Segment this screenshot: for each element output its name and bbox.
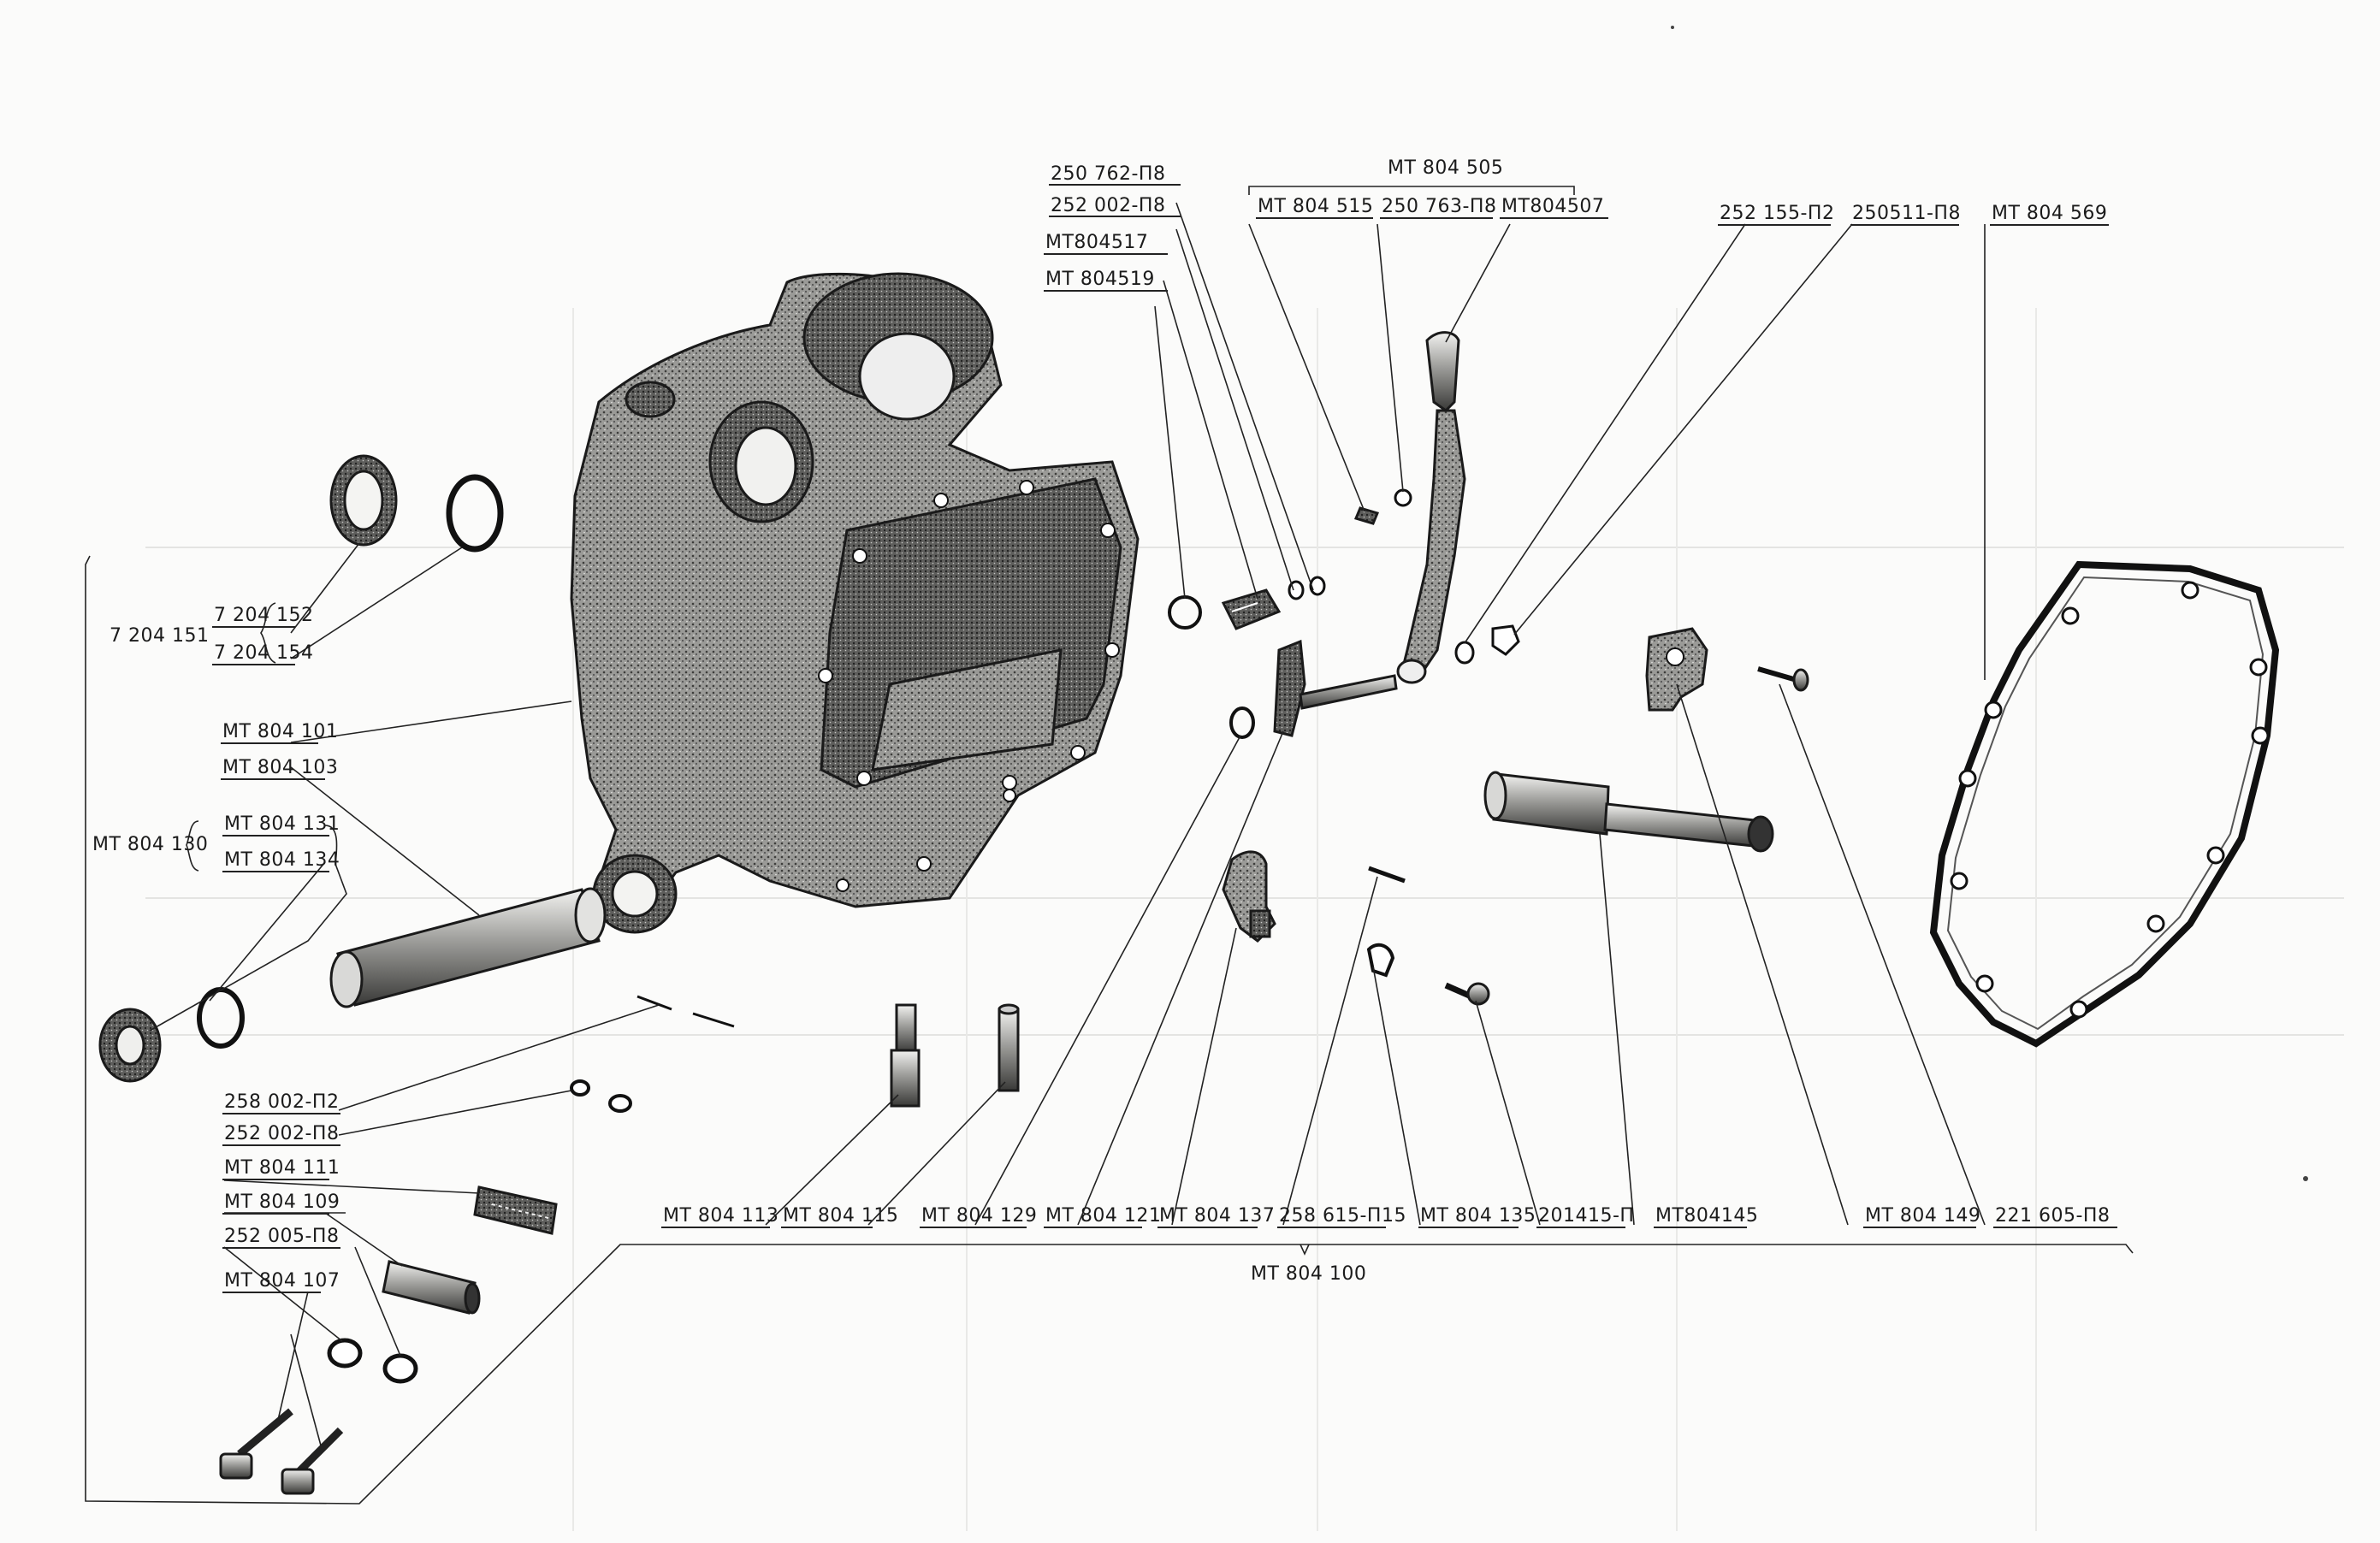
selector-shaft-mt804121 [1229, 639, 1398, 739]
oil-seal-7204152 [329, 454, 398, 547]
leader-lines [85, 186, 2134, 1505]
label-250762: 250 762-П8 [1051, 163, 1165, 185]
gasket-mt804569 [1929, 560, 2280, 1048]
label-252155: 252 155-П2 [1720, 203, 1834, 224]
label-mt804517: МТ804517 [1045, 232, 1148, 253]
washers-252002-top [1288, 576, 1326, 600]
label-250763: 250 763-П8 [1382, 196, 1496, 217]
gearbox-housing [570, 272, 1140, 934]
label-7204152: 7 204 152 [214, 605, 313, 626]
label-mt804121: МТ 804 121 [1045, 1205, 1161, 1227]
cam-mt804137 [1222, 850, 1276, 943]
gear-lever-mt804507 [1353, 331, 1466, 684]
part-labels: 250 762-П8 252 002-П8 МТ804517 МТ 804519… [92, 157, 2117, 1293]
tube-mt804103 [329, 887, 607, 1008]
label-mt804103: МТ 804 103 [222, 757, 338, 778]
label-mt804100: МТ 804 100 [1251, 1263, 1366, 1285]
label-mt804134: МТ 804 134 [224, 849, 340, 871]
label-252005: 252 005-П8 [224, 1226, 339, 1247]
label-mt804137: МТ 804 137 [1159, 1205, 1275, 1227]
bolts-mt804107 [219, 1408, 344, 1495]
label-mt804507: МТ804507 [1501, 196, 1604, 217]
bracket-mt804149 [1645, 627, 1708, 712]
seal-mt804131 [98, 1008, 162, 1083]
stud-mt804113 [890, 1003, 921, 1108]
ring-mt804134 [197, 987, 245, 1049]
label-252002-top: 252 002-П8 [1051, 195, 1165, 216]
label-201415: 201415-П [1538, 1205, 1634, 1227]
label-7204151: 7 204 151 [110, 625, 209, 647]
label-258002: 258 002-П2 [224, 1091, 339, 1113]
screw-201415 [1444, 982, 1490, 1006]
label-221605: 221 605-П8 [1995, 1205, 2110, 1227]
label-mt804129: МТ 804 129 [921, 1205, 1037, 1227]
label-mt804107: МТ 804 107 [224, 1270, 340, 1292]
label-mt804149: МТ 804 149 [1865, 1205, 1980, 1227]
stud-mt804115 [998, 1003, 1020, 1092]
pin-258002 [636, 995, 735, 1028]
ring-250762 [1168, 595, 1202, 630]
label-mt804101: МТ 804 101 [222, 721, 338, 742]
label-mt804111: МТ 804 111 [224, 1157, 340, 1179]
label-mt804519: МТ 804519 [1045, 269, 1155, 290]
pin-mt804109 [382, 1260, 481, 1315]
paper-specks [1671, 26, 2308, 1181]
label-mt804515: МТ 804 515 [1258, 196, 1373, 217]
washers-252005 [327, 1338, 418, 1384]
clip-mt804135 [1366, 943, 1395, 978]
label-mt804130: МТ 804 130 [92, 834, 208, 855]
screw-221605 [1757, 666, 1809, 692]
label-252002-low: 252 002-П8 [224, 1123, 339, 1144]
ring-7204154 [446, 474, 504, 553]
pin-258615 [1368, 866, 1406, 884]
label-mt804131: МТ 804 131 [224, 813, 340, 835]
washer-nut-252155-250511 [1454, 624, 1520, 665]
plunger-mt804519 [1221, 588, 1282, 630]
label-mt804113: МТ 804 113 [663, 1205, 779, 1227]
label-250511: 250511-П8 [1852, 203, 1961, 224]
label-mt804569: МТ 804 569 [1992, 203, 2107, 224]
shaft-mt804145 [1483, 771, 1774, 853]
washers-252002-low [570, 1079, 632, 1113]
label-mt804145: МТ804145 [1655, 1205, 1758, 1227]
label-mt804135: МТ 804 135 [1420, 1205, 1536, 1227]
rack-mt804111 [473, 1185, 558, 1235]
label-mt804109: МТ 804 109 [224, 1191, 340, 1213]
label-mt804505: МТ 804 505 [1388, 157, 1503, 179]
label-258615: 258 615-П15 [1279, 1205, 1406, 1227]
label-7204154: 7 204 154 [214, 642, 313, 664]
label-mt804115: МТ 804 115 [783, 1205, 898, 1227]
